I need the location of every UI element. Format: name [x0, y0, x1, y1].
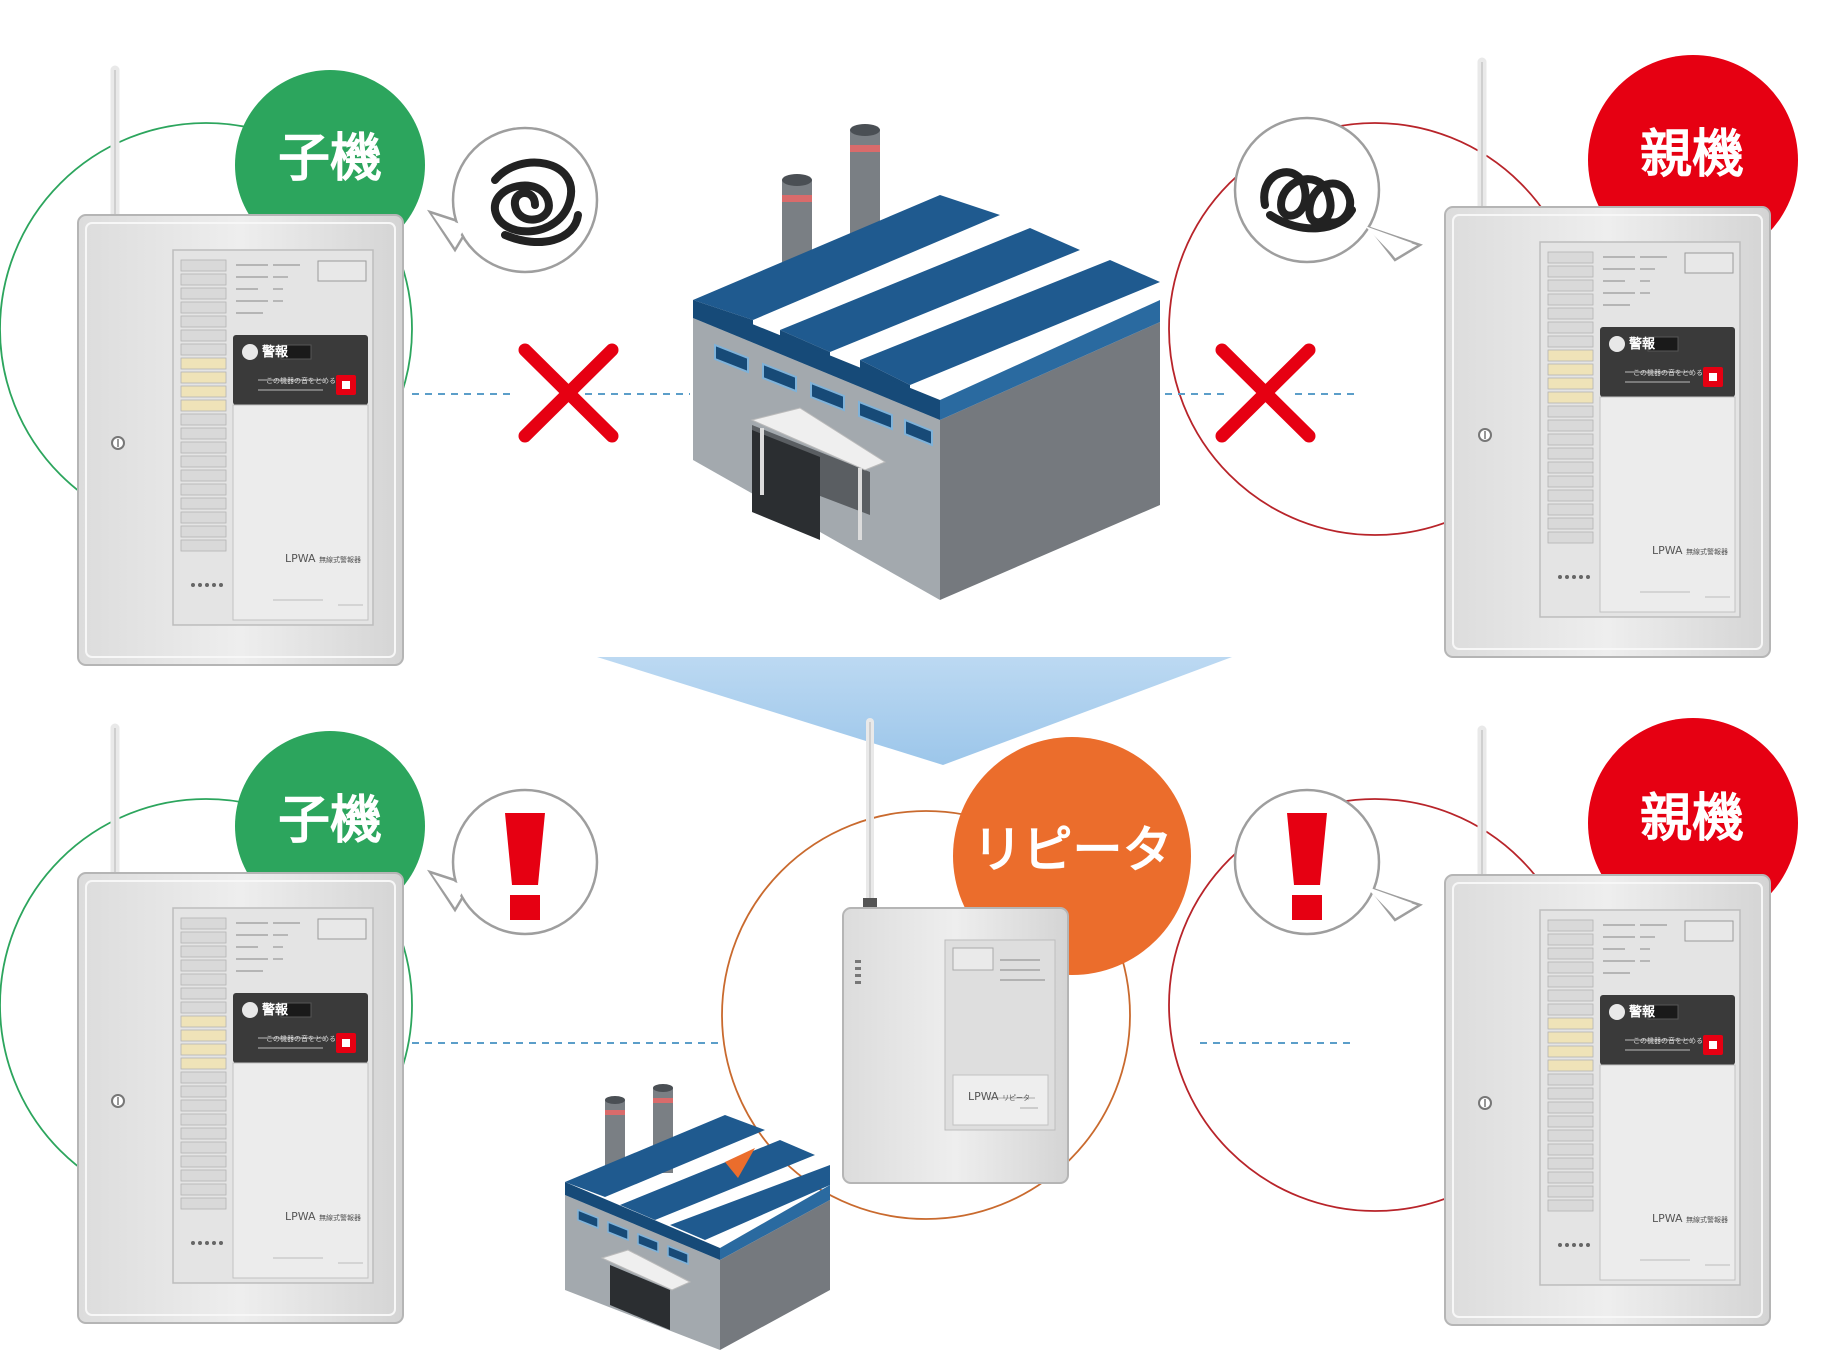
- child-label-circle-top: [235, 70, 425, 260]
- stop-text-child-top: この機器の音をとめる: [266, 377, 336, 385]
- factory-building-small: [565, 1084, 830, 1350]
- device-brand-parent-top: LPWA 無線式警報器: [1652, 544, 1729, 557]
- noise-bubble-right: [1233, 116, 1423, 264]
- transition-arrow: [597, 657, 1232, 765]
- stop-text-parent-top: この機器の音をとめる: [1633, 369, 1703, 377]
- stop-text-child-bottom: この機器の音をとめる: [266, 1035, 336, 1043]
- factory-building-large: [693, 124, 1160, 600]
- alarm-text-child-bottom: 警報: [262, 1003, 289, 1018]
- stop-text-parent-bottom: この機器の音をとめる: [1633, 1037, 1703, 1045]
- alarm-text-child-top: 警報: [262, 345, 289, 360]
- noise-bubble-left: [426, 126, 599, 274]
- child-label-top: 子機: [277, 129, 382, 189]
- alarm-text-parent-bottom: 警報: [1629, 1005, 1656, 1020]
- repeater-label: リピータ: [972, 821, 1173, 879]
- alert-bubble-left: [426, 788, 599, 936]
- cross-icon-left: [518, 343, 619, 443]
- cross-icon-right: [1215, 343, 1316, 443]
- parent-label-bottom: 親機: [1639, 789, 1744, 849]
- repeater-signal-range: [721, 810, 1131, 1220]
- repeater-brand: LPWA リピータ: [968, 1090, 1031, 1103]
- repeater-device: [842, 718, 1069, 1184]
- alarm-text-parent-top: 警報: [1629, 337, 1656, 352]
- device-brand-child-bottom: LPWA 無線式警報器: [285, 1210, 362, 1223]
- parent-label-top: 親機: [1639, 125, 1744, 185]
- alert-bubble-right: [1233, 788, 1423, 936]
- device-brand-parent-bottom: LPWA 無線式警報器: [1652, 1212, 1729, 1225]
- device-brand-child-top: LPWA 無線式警報器: [285, 552, 362, 565]
- child-label-bottom: 子機: [277, 791, 382, 851]
